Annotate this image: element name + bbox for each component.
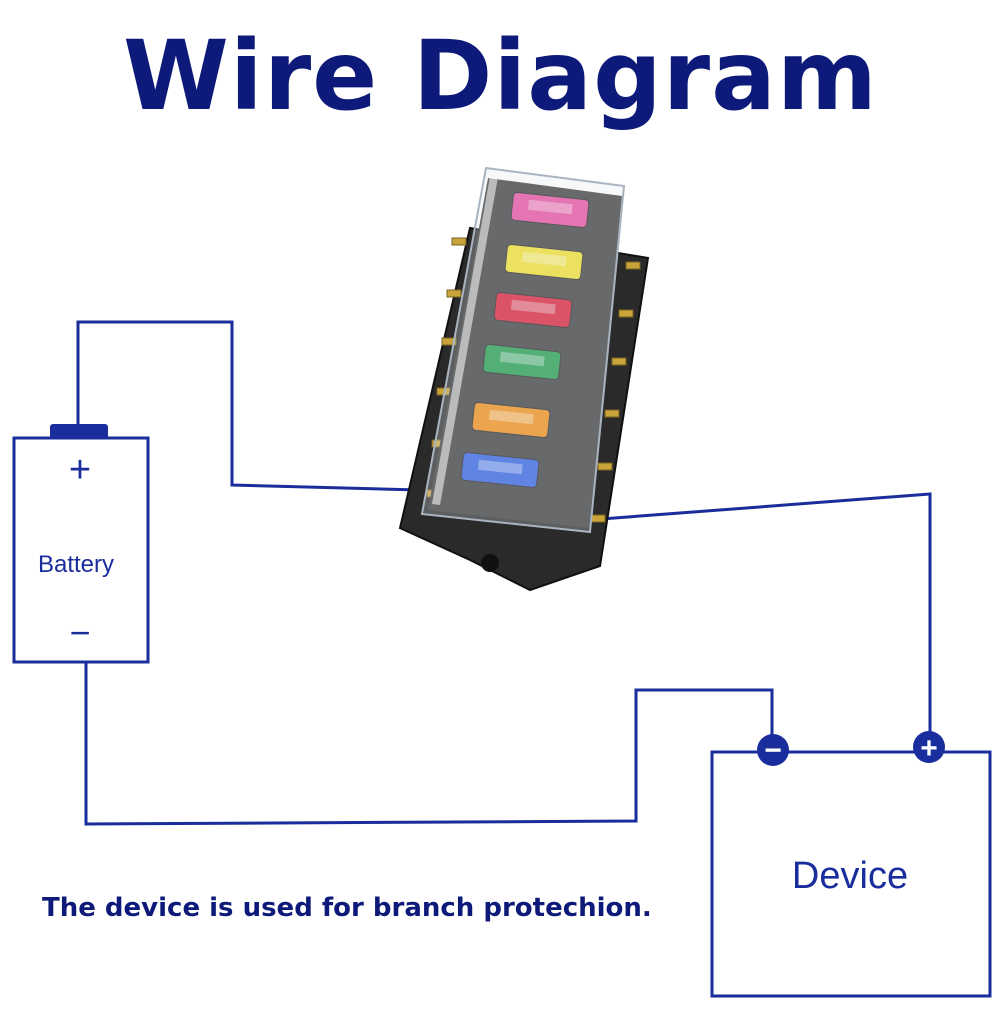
terminal-right bbox=[618, 309, 634, 318]
battery-label: Battery bbox=[38, 551, 114, 578]
fuse-yellow-icon bbox=[504, 244, 584, 280]
battery-body bbox=[12, 436, 150, 664]
terminal-right bbox=[590, 514, 606, 523]
device-label: Device bbox=[792, 855, 908, 897]
terminal-right bbox=[611, 357, 627, 366]
wire-fusebox-to-device-positive bbox=[587, 492, 932, 740]
cover-highlight bbox=[432, 176, 498, 505]
battery-negative-symbol: − bbox=[69, 612, 90, 653]
device-positive-terminal bbox=[913, 731, 945, 763]
terminal-right bbox=[597, 462, 613, 471]
terminal-left bbox=[441, 337, 457, 346]
fuse-box bbox=[398, 166, 650, 592]
wire-battery-negative-to-device-negative bbox=[84, 662, 774, 826]
device-box bbox=[710, 750, 992, 998]
mounting-hole bbox=[481, 554, 499, 572]
fuse-orange-icon bbox=[471, 402, 551, 438]
caption: The device is used for branch protechion… bbox=[42, 893, 652, 923]
transparent-cover bbox=[420, 166, 626, 534]
terminal-left bbox=[451, 237, 467, 246]
wires bbox=[76, 320, 932, 826]
terminal-right bbox=[604, 409, 620, 418]
terminal-left bbox=[446, 289, 462, 298]
fuse-pink-icon bbox=[510, 192, 590, 228]
battery-positive-symbol: + bbox=[69, 449, 91, 491]
fuse-blue-icon bbox=[460, 452, 540, 488]
wire-battery-positive-to-fusebox bbox=[76, 320, 421, 492]
terminal-right bbox=[625, 261, 641, 270]
device-positive-symbol: + bbox=[920, 732, 938, 765]
page-title: Wire Diagram bbox=[123, 20, 878, 132]
battery: + Battery − bbox=[12, 424, 150, 664]
fuse-red-icon bbox=[493, 292, 573, 328]
device-negative-terminal bbox=[757, 734, 789, 766]
device-negative-symbol: − bbox=[764, 734, 782, 767]
battery-terminal-cap bbox=[50, 424, 108, 439]
device: − + Device bbox=[710, 731, 992, 998]
fuse-green-icon bbox=[482, 344, 562, 380]
